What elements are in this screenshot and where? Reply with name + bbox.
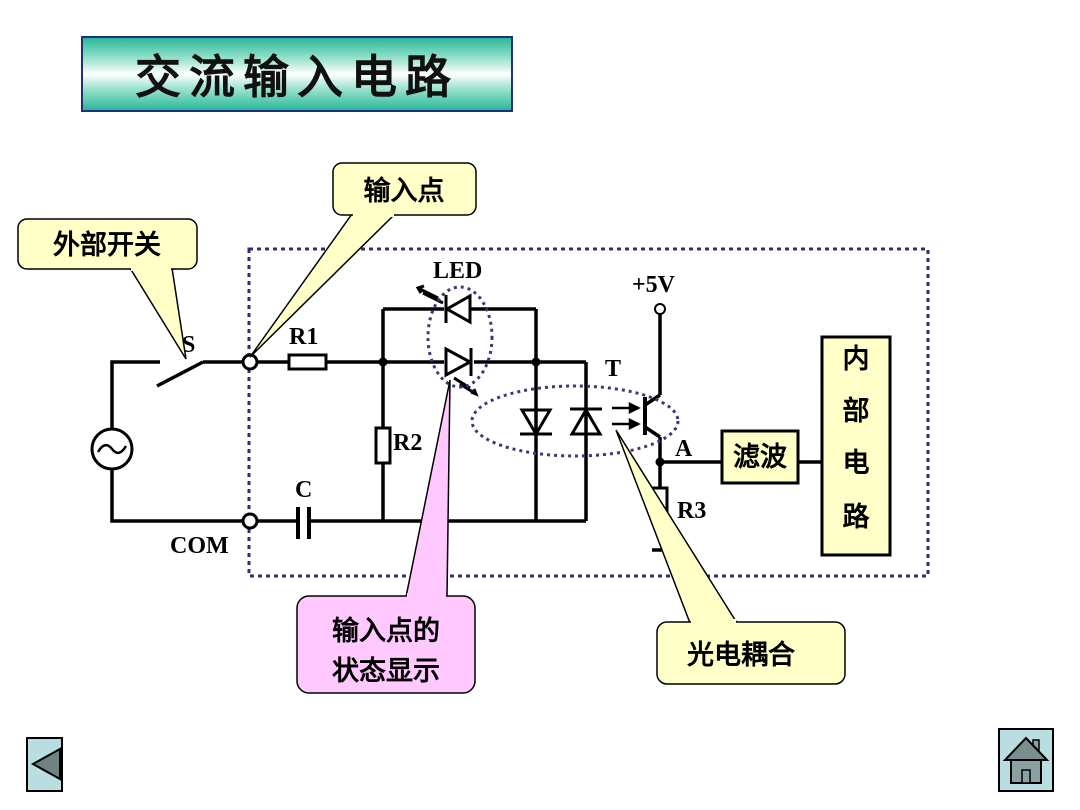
junction-dot — [531, 357, 541, 367]
back-button[interactable] — [26, 737, 63, 792]
led-label: LED — [433, 258, 482, 284]
wires — [110, 307, 822, 552]
supply-label: +5V — [632, 272, 676, 298]
callout-optocoupler: 光电耦合 — [615, 429, 846, 685]
home-button[interactable] — [998, 728, 1054, 792]
internal-circuit-block — [820, 335, 892, 557]
capacitor-label: C — [295, 477, 312, 503]
opto-diode-2-icon — [569, 407, 603, 436]
callout-status-display-line1: 输入点的 — [332, 615, 440, 647]
callout-input-point: 输入点 — [249, 162, 477, 358]
internal-circuit-char: 内 — [843, 344, 870, 375]
junction-dot — [378, 357, 388, 367]
callout-status-display-line2: 状态显示 — [332, 656, 440, 687]
callout-external-switch-text: 外部开关 — [53, 229, 161, 261]
led-upper-icon — [415, 284, 472, 325]
internal-circuit-char: 路 — [843, 501, 871, 533]
plc-boundary — [247, 247, 930, 578]
supply-terminal — [654, 303, 666, 315]
callout-external-switch: 外部开关 — [17, 218, 198, 360]
callout-status-display: 输入点的 状态显示 — [296, 379, 476, 694]
filter-label: 滤波 — [733, 442, 788, 473]
r2-label: R2 — [393, 430, 422, 456]
node-a-label: A — [675, 436, 693, 462]
led-lower-icon — [444, 346, 479, 397]
resistor-r1 — [287, 353, 328, 371]
com-terminal — [241, 512, 259, 530]
slide-title-box: 交流输入电路 — [81, 36, 513, 112]
home-icon — [1002, 736, 1050, 784]
back-triangle-icon — [30, 747, 61, 781]
capacitor-icon — [296, 507, 311, 539]
r3-label: R3 — [677, 498, 706, 524]
light-arrows-icon — [612, 401, 641, 431]
opto-diode-1-icon — [519, 408, 553, 437]
input-terminal — [241, 353, 259, 371]
internal-circuit-char: 部 — [843, 395, 870, 427]
callout-optocoupler-text: 光电耦合 — [686, 639, 795, 671]
callout-input-point-text: 输入点 — [364, 175, 445, 207]
resistor-r2 — [374, 426, 392, 465]
optocoupler-highlight — [470, 384, 680, 458]
led-highlight — [426, 285, 494, 389]
junction-dot — [655, 457, 665, 467]
filter-block — [720, 429, 800, 485]
slide-title: 交流输入电路 — [135, 50, 459, 104]
com-label: COM — [170, 533, 229, 559]
transistor-label: T — [605, 356, 621, 382]
r1-label: R1 — [289, 324, 318, 350]
internal-circuit-char: 电 — [843, 448, 870, 479]
